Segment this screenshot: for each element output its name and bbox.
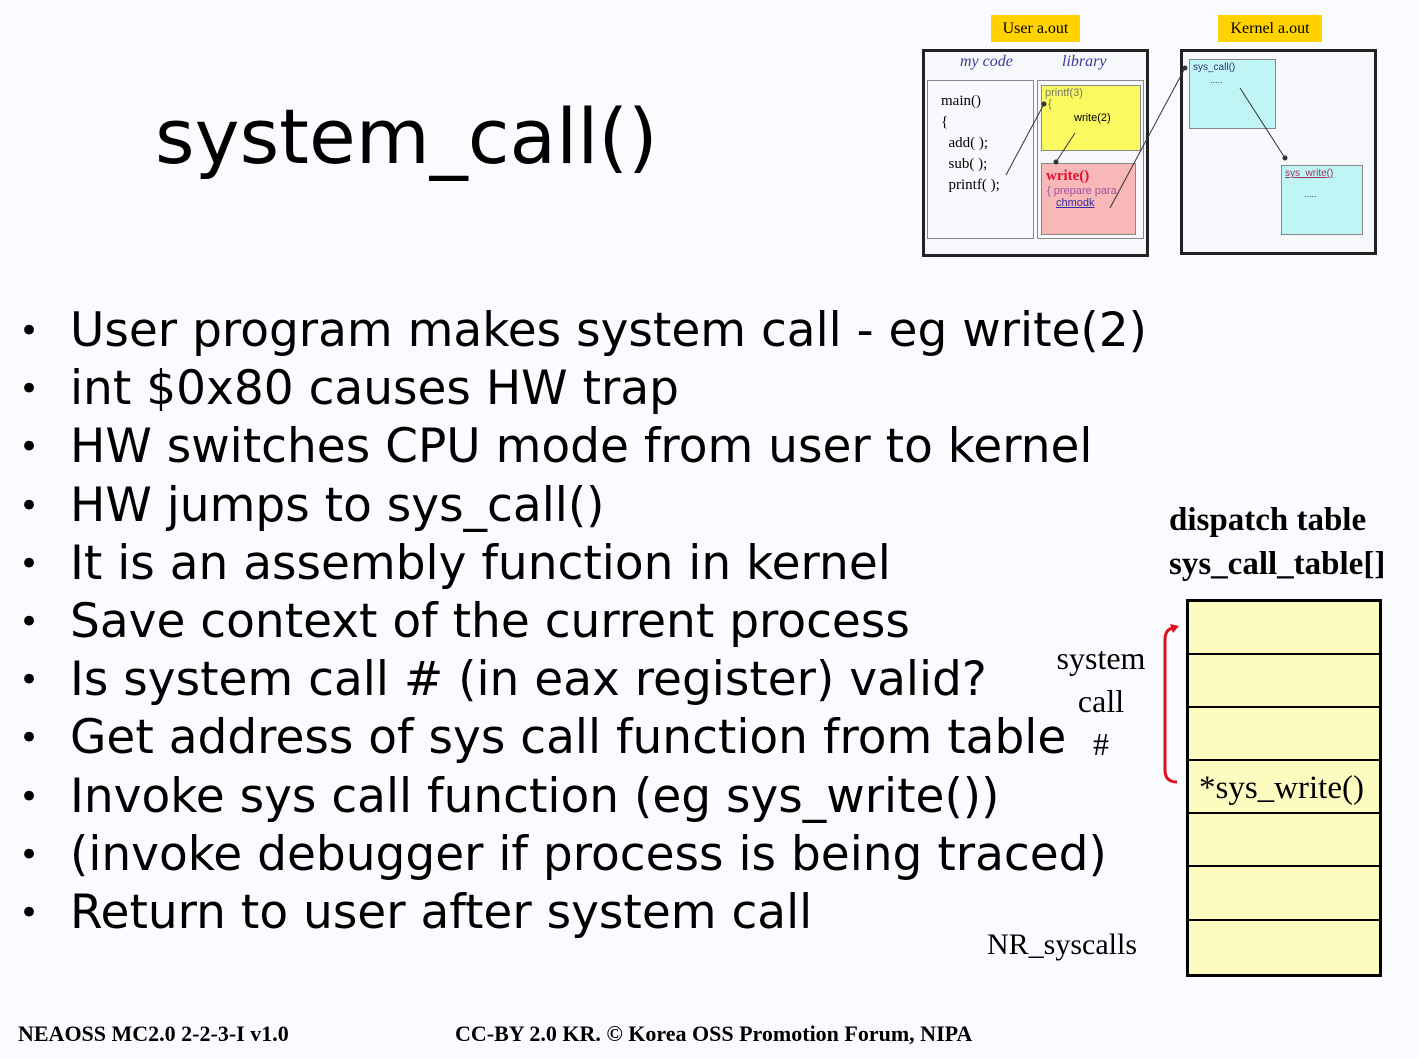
bullet-text: int $0x80 causes HW trap bbox=[70, 361, 679, 417]
table-row bbox=[1189, 867, 1379, 921]
bullet-dot: • bbox=[19, 543, 40, 584]
table-row bbox=[1189, 921, 1379, 974]
bullet-dot: • bbox=[19, 660, 40, 701]
kernel-aout-label: Kernel a.out bbox=[1218, 15, 1322, 42]
slide-title: system_call() bbox=[155, 92, 658, 181]
bullet-item: • User program makes system call - eg wri… bbox=[0, 302, 1147, 360]
bullet-item: • Is system call # (in eax register) vali… bbox=[0, 651, 1147, 709]
bullet-dot: • bbox=[19, 776, 40, 817]
printf-box: printf(3) { write(2) bbox=[1041, 85, 1141, 151]
footer-version: NEAOSS MC2.0 2-2-3-I v1.0 bbox=[18, 1021, 289, 1046]
bullet-text: Save context of the current process bbox=[70, 593, 910, 649]
user-aout-label: User a.out bbox=[991, 15, 1080, 42]
bullet-item: • (invoke debugger if process is being tr… bbox=[0, 826, 1147, 884]
bullet-text: (invoke debugger if process is being tra… bbox=[70, 826, 1107, 882]
bullet-item: • Get address of sys call function from t… bbox=[0, 709, 1147, 767]
table-row bbox=[1189, 655, 1379, 709]
bullet-text: Invoke sys call function (eg sys_write()… bbox=[70, 768, 1000, 824]
diagram-arrows bbox=[1005, 65, 1288, 209]
bullet-dot: • bbox=[19, 427, 40, 468]
system-call-number-label: system call # bbox=[1056, 640, 1146, 762]
my-code-text: main() { add( ); sub( ); printf( ); bbox=[928, 81, 1033, 196]
bullet-item: • Return to user after system call bbox=[0, 884, 1147, 942]
bullet-text: Get address of sys call function from ta… bbox=[70, 710, 1067, 766]
footer-license: CC-BY 2.0 KR. © Korea OSS Promotion Foru… bbox=[455, 1021, 973, 1046]
arrow-printf-to-library bbox=[1005, 103, 1045, 176]
table-row bbox=[1189, 708, 1379, 762]
bullet-text: User program makes system call - eg writ… bbox=[70, 303, 1147, 358]
red-bracket bbox=[1163, 624, 1179, 784]
bullet-item: • Invoke sys call function (eg sys_write(… bbox=[0, 768, 1147, 826]
bullet-text: HW jumps to sys_call() bbox=[70, 477, 605, 533]
code-line: add( ); bbox=[941, 135, 989, 151]
bullet-dot: • bbox=[19, 485, 40, 526]
code-line: main() bbox=[941, 93, 981, 109]
bullet-item: • HW jumps to sys_call() bbox=[0, 477, 1147, 535]
bullet-dot: • bbox=[19, 311, 40, 351]
bullet-text: It is an assembly function in kernel bbox=[70, 535, 891, 591]
bullet-text: HW switches CPU mode from user to kernel bbox=[70, 419, 1093, 475]
sys-call-box: sys_call() ..... bbox=[1189, 59, 1276, 129]
arrow-write2-to-write bbox=[1055, 132, 1076, 163]
bullet-text: Is system call # (in eax register) valid… bbox=[70, 652, 987, 708]
arrow-chmodk-to-syscall bbox=[1109, 67, 1186, 209]
arrow-syscall-to-syswrite bbox=[1239, 87, 1286, 159]
table-row bbox=[1189, 814, 1379, 868]
bullet-item: • It is an assembly function in kernel bbox=[0, 535, 1147, 593]
bullet-item: • int $0x80 causes HW trap bbox=[0, 360, 1147, 418]
sys-write-box: sys_write() ..... bbox=[1281, 165, 1363, 235]
bullet-dot: • bbox=[19, 369, 40, 410]
library-box bbox=[1037, 80, 1144, 239]
bullet-dot: • bbox=[19, 601, 40, 642]
bullet-list: • User program makes system call - eg wri… bbox=[0, 302, 1147, 942]
bullet-dot: • bbox=[19, 718, 40, 759]
code-line: sub( ); bbox=[941, 156, 988, 172]
sys-call-table: *sys_write() bbox=[1186, 599, 1382, 977]
table-row bbox=[1189, 602, 1379, 656]
bullet-item: • HW switches CPU mode from user to kerne… bbox=[0, 418, 1147, 476]
bullet-dot: • bbox=[19, 892, 40, 933]
table-row: *sys_write() bbox=[1189, 761, 1379, 815]
my-code-label: my code bbox=[960, 53, 1013, 70]
nr-syscalls-label: NR_syscalls bbox=[987, 928, 1137, 961]
write-wrapper-box: write() { prepare para chmodk bbox=[1041, 163, 1136, 235]
code-line: printf( ); bbox=[941, 177, 1000, 193]
library-label: library bbox=[1062, 53, 1107, 70]
code-line: { bbox=[941, 114, 949, 130]
bullet-text: Return to user after system call bbox=[70, 884, 813, 940]
my-code-box: main() { add( ); sub( ); printf( ); bbox=[927, 80, 1034, 239]
dispatch-table-heading: dispatch table sys_call_table[] bbox=[1169, 502, 1386, 582]
bullet-item: • Save context of the current process bbox=[0, 593, 1147, 651]
bullet-dot: • bbox=[19, 834, 40, 875]
